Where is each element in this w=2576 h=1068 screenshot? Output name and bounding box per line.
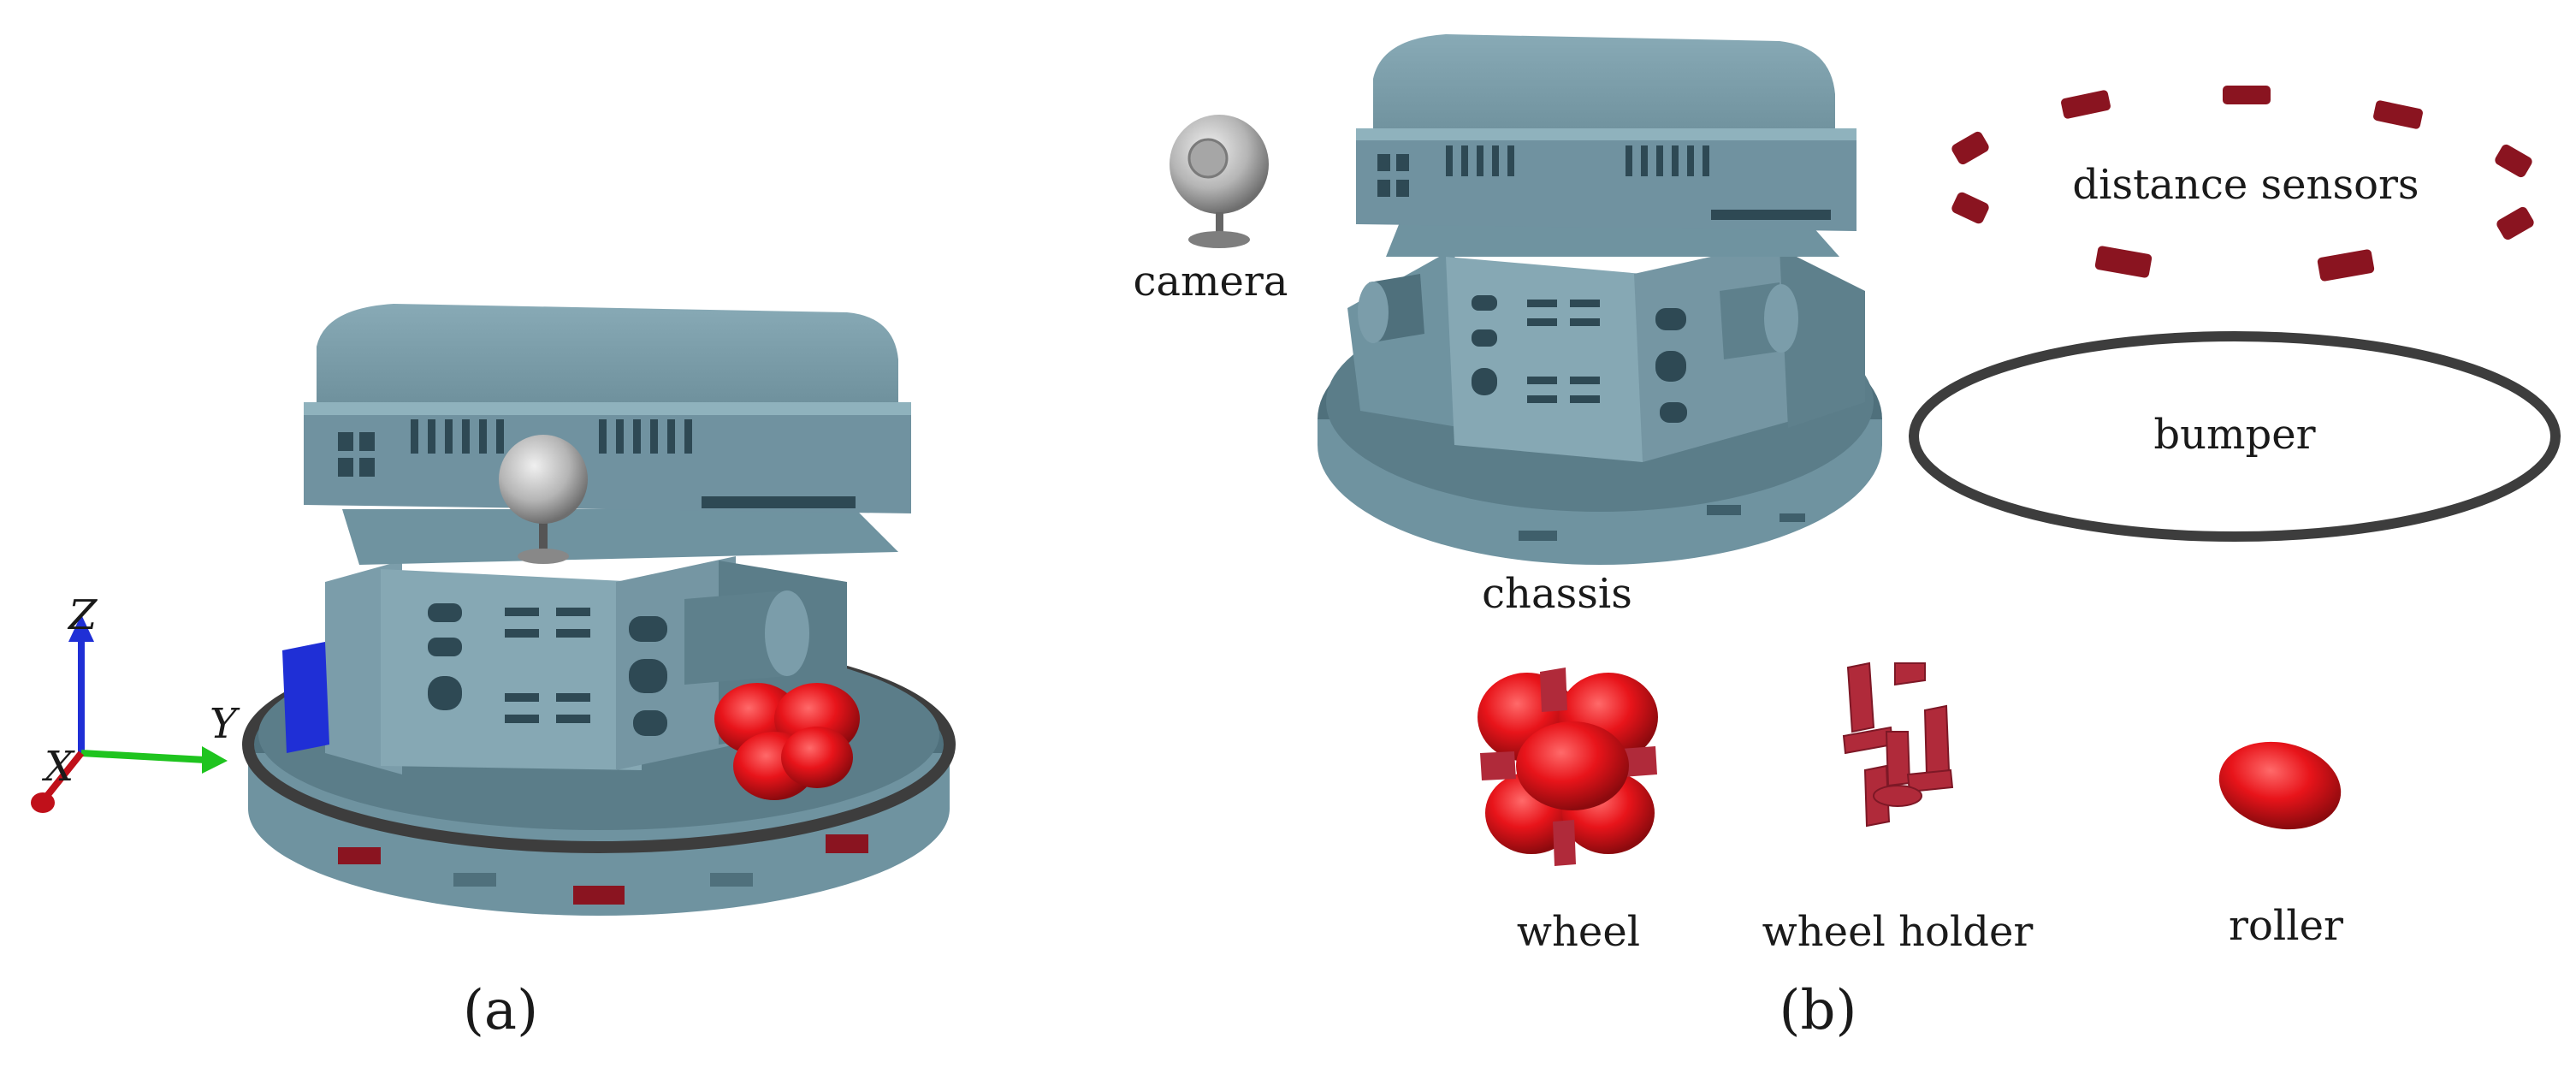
roller-label: roller bbox=[2229, 902, 2343, 950]
wheel-holder-model bbox=[1842, 662, 1954, 828]
wheel-label: wheel bbox=[1517, 908, 1640, 956]
caption-a: (a) bbox=[463, 979, 538, 1042]
robot-assembled bbox=[242, 304, 956, 916]
panel-b: camera bbox=[1134, 34, 2561, 1042]
chassis-label: chassis bbox=[1482, 570, 1632, 618]
distance-sensors-model bbox=[1951, 86, 2534, 282]
caption-b: (b) bbox=[1780, 979, 1857, 1042]
axis-y-label: Y bbox=[210, 700, 240, 748]
wheel-model bbox=[1477, 668, 1658, 866]
chassis-model bbox=[1318, 34, 1882, 565]
coordinate-axes: Z Y X bbox=[31, 591, 240, 813]
axis-x-label: X bbox=[41, 743, 75, 791]
panel-a: Z Y X bbox=[31, 304, 956, 1042]
wheel-holder-label: wheel holder bbox=[1762, 908, 2034, 956]
roller-model bbox=[2218, 741, 2342, 830]
axis-z-label: Z bbox=[67, 591, 98, 639]
distance-sensors-label: distance sensors bbox=[2072, 161, 2419, 209]
bumper-model bbox=[1909, 331, 2561, 542]
bumper-label: bumper bbox=[2153, 411, 2315, 459]
camera-label: camera bbox=[1134, 258, 1288, 306]
camera-model bbox=[1170, 115, 1269, 248]
